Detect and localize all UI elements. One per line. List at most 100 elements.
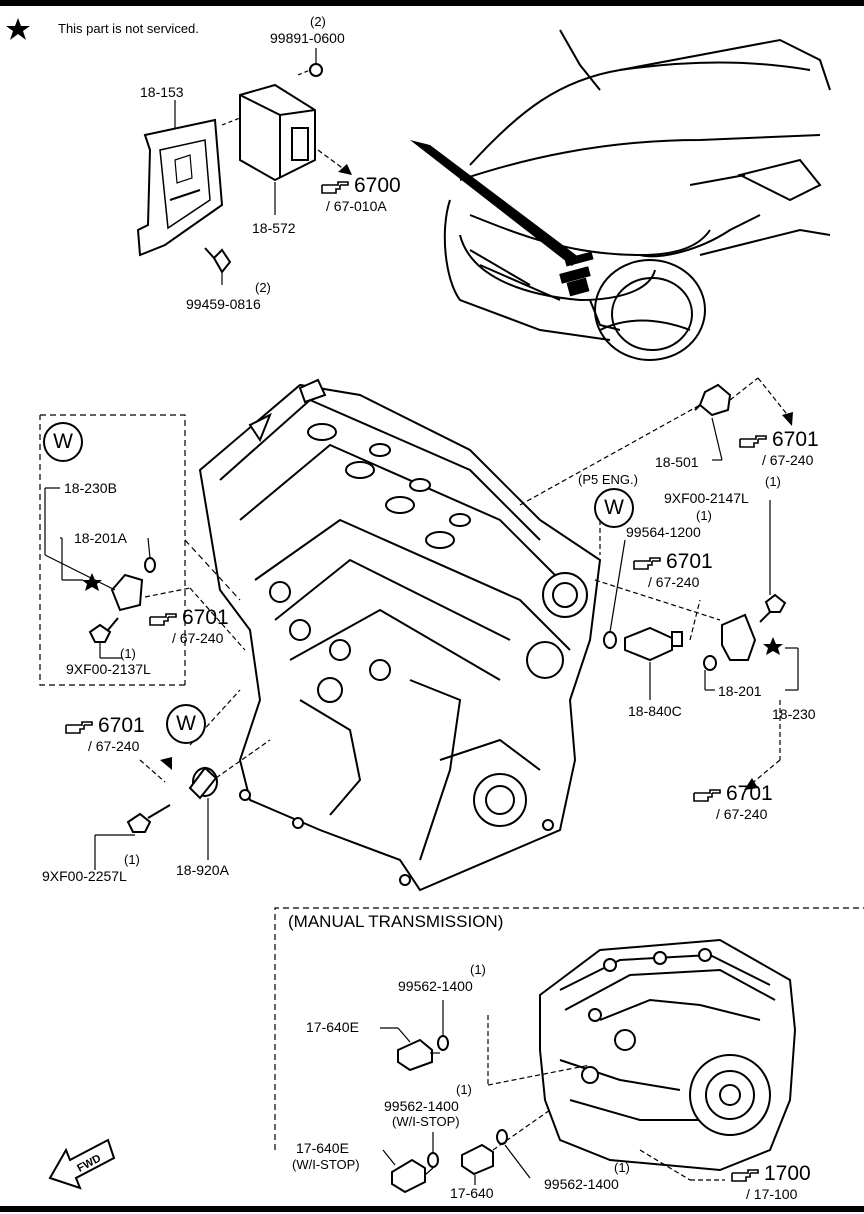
switch-17-640 bbox=[461, 1143, 494, 1176]
bolt-99459-0816 bbox=[204, 247, 232, 274]
ref-6701-top-right-number: 6701 bbox=[772, 428, 819, 451]
knock-sensor-18-920A bbox=[188, 766, 218, 800]
ref-1700-sub: / 17-100 bbox=[746, 1186, 798, 1202]
part-99562-1400-a: 99562-1400 bbox=[398, 978, 473, 994]
qty-99891: (2) bbox=[310, 14, 326, 29]
qty-99562-1400-c: (1) bbox=[614, 1160, 630, 1175]
sensor-18-840C bbox=[624, 626, 683, 662]
location-pointer-stripe bbox=[410, 140, 580, 266]
engine-block-illustration bbox=[198, 378, 602, 892]
legend-text: This part is not serviced. bbox=[58, 21, 199, 36]
pointing-hand-icon bbox=[149, 612, 177, 626]
w-symbol-left-box: W bbox=[43, 422, 83, 462]
qty-99562-1400-a: (1) bbox=[470, 962, 486, 977]
part-18-153: 18-153 bbox=[140, 84, 184, 100]
part-18-201: 18-201 bbox=[718, 683, 762, 699]
top-border bbox=[0, 0, 864, 6]
transmission-illustration bbox=[539, 938, 797, 1172]
part-17-640E-wistop: 17-640E bbox=[296, 1140, 349, 1156]
arrowhead-left bbox=[160, 757, 172, 770]
qty-9XF00-2137L: (1) bbox=[120, 646, 136, 661]
part-18-920A: 18-920A bbox=[176, 862, 229, 878]
part-17-640E: 17-640E bbox=[306, 1019, 359, 1035]
note-wistop-switch: (W/I-STOP) bbox=[292, 1157, 360, 1172]
switch-17-640E bbox=[397, 1038, 433, 1072]
bracket-18-153 bbox=[136, 118, 224, 257]
ref-6701-left-number: 6701 bbox=[182, 606, 229, 629]
note-wistop-gasket: (W/I-STOP) bbox=[392, 1114, 460, 1129]
ref-1700-number: 1700 bbox=[764, 1162, 811, 1185]
manual-transmission-title: (MANUAL TRANSMISSION) bbox=[288, 912, 504, 931]
bolt-9XF00-2147L bbox=[759, 593, 787, 623]
ref-6701-right-sub: / 67-240 bbox=[716, 806, 768, 822]
pointing-hand-icon bbox=[739, 434, 767, 448]
qty-99562-1400-b: (1) bbox=[456, 1082, 472, 1097]
bottom-border bbox=[0, 1206, 864, 1212]
w-symbol-right: W bbox=[594, 488, 634, 528]
nut-99891-0600 bbox=[309, 63, 323, 77]
part-99891-0600: 99891-0600 bbox=[270, 30, 345, 46]
control-module-18-572 bbox=[239, 83, 316, 182]
ref-6701-lower-left[interactable]: 6701 / 67-240 bbox=[64, 714, 145, 754]
bolt-9XF00-2257L bbox=[126, 804, 171, 833]
not-serviced-star-right-icon bbox=[763, 637, 783, 655]
ref-6701-mid-right[interactable]: 6701 / 67-240 bbox=[632, 550, 713, 590]
arrowhead-right-low bbox=[744, 778, 758, 790]
ref-6701-mid-right-number: 6701 bbox=[666, 550, 713, 573]
sensor-18-201A bbox=[110, 573, 144, 612]
ref-6701-left[interactable]: 6701 / 67-240 bbox=[148, 606, 229, 646]
arrowhead-right-top bbox=[782, 412, 793, 426]
part-18-501: 18-501 bbox=[655, 454, 699, 470]
part-99459-0816: 99459-0816 bbox=[186, 296, 261, 312]
ref-6700[interactable]: 6700 / 67-010A bbox=[320, 175, 401, 214]
ref-6701-right[interactable]: 6701 / 67-240 bbox=[692, 782, 773, 822]
gasket-99562-1400-c bbox=[496, 1129, 508, 1145]
pointing-hand-icon bbox=[65, 720, 93, 734]
pointing-hand-icon bbox=[321, 180, 349, 194]
part-18-230: 18-230 bbox=[772, 706, 816, 722]
pointing-hand-icon bbox=[731, 1168, 759, 1182]
ref-6701-left-sub: / 67-240 bbox=[172, 630, 224, 646]
manual-transmission-box bbox=[274, 907, 864, 1150]
part-9XF00-2147L: 9XF00-2147L bbox=[664, 490, 749, 506]
ref-6701-top-right[interactable]: 6701 / 67-240 bbox=[738, 428, 819, 468]
ref-6701-top-right-sub: / 67-240 bbox=[762, 452, 814, 468]
ref-6700-sub: / 67-010A bbox=[326, 198, 387, 214]
part-99562-1400-b: 99562-1400 bbox=[384, 1098, 459, 1114]
pointing-hand-icon bbox=[693, 788, 721, 802]
qty-99564-1200: (1) bbox=[696, 508, 712, 523]
leader-lines-engine bbox=[39, 377, 799, 870]
not-serviced-star-icon bbox=[6, 18, 30, 40]
gasket-99562-1400-b bbox=[427, 1152, 439, 1168]
qty-9XF00-2257L: (1) bbox=[124, 852, 140, 867]
fwd-arrow-icon bbox=[48, 1138, 116, 1190]
gasket-99564-1200 bbox=[603, 631, 617, 649]
part-18-840C: 18-840C bbox=[628, 703, 682, 719]
sensor-18-501 bbox=[694, 383, 732, 417]
part-17-640: 17-640 bbox=[450, 1185, 494, 1201]
not-serviced-star-left-icon bbox=[82, 573, 102, 591]
leader-lines-transmission bbox=[380, 1000, 725, 1185]
part-9XF00-2257L: 9XF00-2257L bbox=[42, 868, 127, 884]
oring-18-201A bbox=[144, 557, 156, 573]
ref-6701-lower-left-number: 6701 bbox=[98, 714, 145, 737]
ref-1700[interactable]: 1700 / 17-100 bbox=[730, 1162, 811, 1202]
part-9XF00-2137L: 9XF00-2137L bbox=[66, 661, 151, 677]
vehicle-front-illustration bbox=[443, 29, 831, 361]
part-18-572: 18-572 bbox=[252, 220, 296, 236]
w-symbol-knock: W bbox=[166, 704, 206, 744]
bolt-9XF00-2137L bbox=[88, 617, 119, 643]
p5-engine-note: (P5 ENG.) bbox=[578, 472, 638, 487]
location-marker bbox=[559, 251, 594, 297]
part-99564-1200: 99564-1200 bbox=[626, 524, 701, 540]
sensor-18-201 bbox=[721, 613, 757, 661]
ref-6701-right-number: 6701 bbox=[726, 782, 773, 805]
oring-18-201 bbox=[703, 655, 717, 671]
qty-9XF00-2147L: (1) bbox=[765, 474, 781, 489]
arrowhead-6700 bbox=[338, 164, 352, 175]
leader-lines-top bbox=[174, 48, 346, 285]
qty-99459: (2) bbox=[255, 280, 271, 295]
part-99562-1400-c: 99562-1400 bbox=[544, 1176, 619, 1192]
part-18-201A: 18-201A bbox=[74, 530, 127, 546]
